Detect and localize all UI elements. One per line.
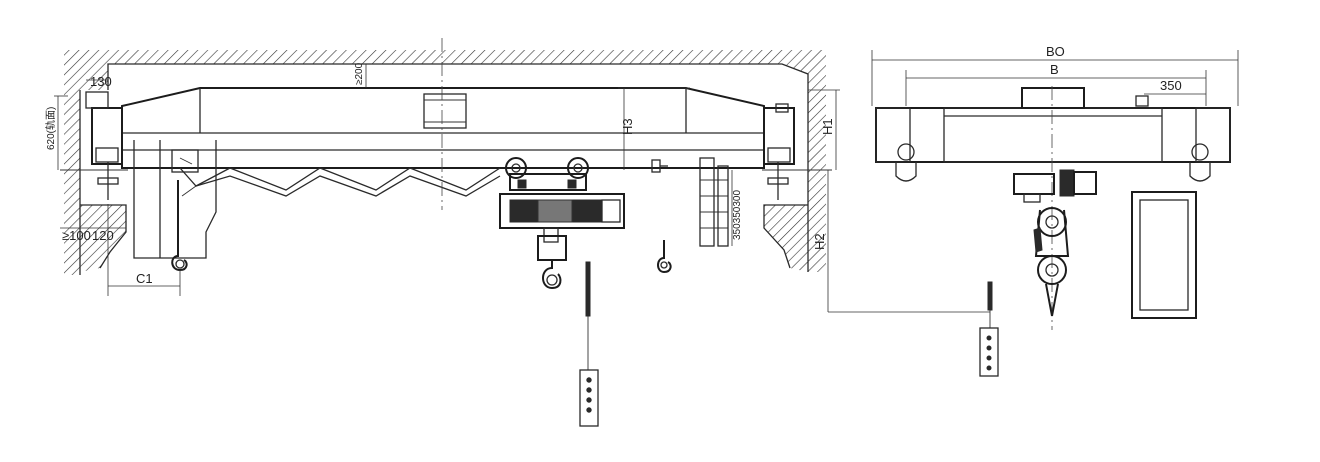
dim-100-label: ≥100 xyxy=(62,228,91,243)
aux-hook-right xyxy=(657,240,672,274)
hoist-drum xyxy=(499,193,625,229)
dim-620-label: 620(轨面) xyxy=(44,107,57,150)
dim-h3-label: H3 xyxy=(620,118,635,135)
dim-c1-label: C1 xyxy=(136,271,153,286)
right-end-carriage xyxy=(763,107,795,165)
front-elevation-view: 130 ≥200 620(轨面) ≥100 120 C1 H3 H1 35035… xyxy=(44,38,990,427)
hoist-motor-side xyxy=(1013,173,1055,195)
electric-hoist-trolley xyxy=(499,157,625,290)
walkway-truss xyxy=(179,167,501,191)
building-right-wall-hatch xyxy=(808,90,826,272)
dim-h2-label: H2 xyxy=(812,233,827,250)
hook-block-side xyxy=(1037,255,1067,285)
dim-200-label: ≥200 xyxy=(354,62,365,85)
pendant-control-left xyxy=(579,369,599,427)
side-elevation-view: BO B 350 xyxy=(871,44,1239,377)
dim-bo-label: BO xyxy=(1046,44,1065,59)
main-hook xyxy=(542,260,562,290)
operator-cab xyxy=(133,140,217,259)
pendant-control-right xyxy=(979,327,999,377)
left-corbel-hatch xyxy=(80,205,126,272)
dim-350-label: 350 xyxy=(1160,78,1182,93)
dim-b-label: B xyxy=(1050,62,1059,77)
building-left-wall-hatch xyxy=(64,90,80,275)
dim-h1-label: H1 xyxy=(820,118,835,135)
trolley-frame-side xyxy=(1021,87,1085,109)
dim-130-label: 130 xyxy=(90,74,112,89)
building-ceiling-hatch xyxy=(64,50,826,90)
runway-beam-section xyxy=(1131,191,1197,319)
festoon-cable-ladder xyxy=(699,157,729,247)
dim-120-label: 120 xyxy=(92,228,114,243)
right-corbel-hatch xyxy=(764,205,808,272)
dim-350-300-label: 350350300 xyxy=(732,190,743,240)
aux-hook-left xyxy=(171,180,188,272)
girder-centre-box xyxy=(423,93,467,129)
